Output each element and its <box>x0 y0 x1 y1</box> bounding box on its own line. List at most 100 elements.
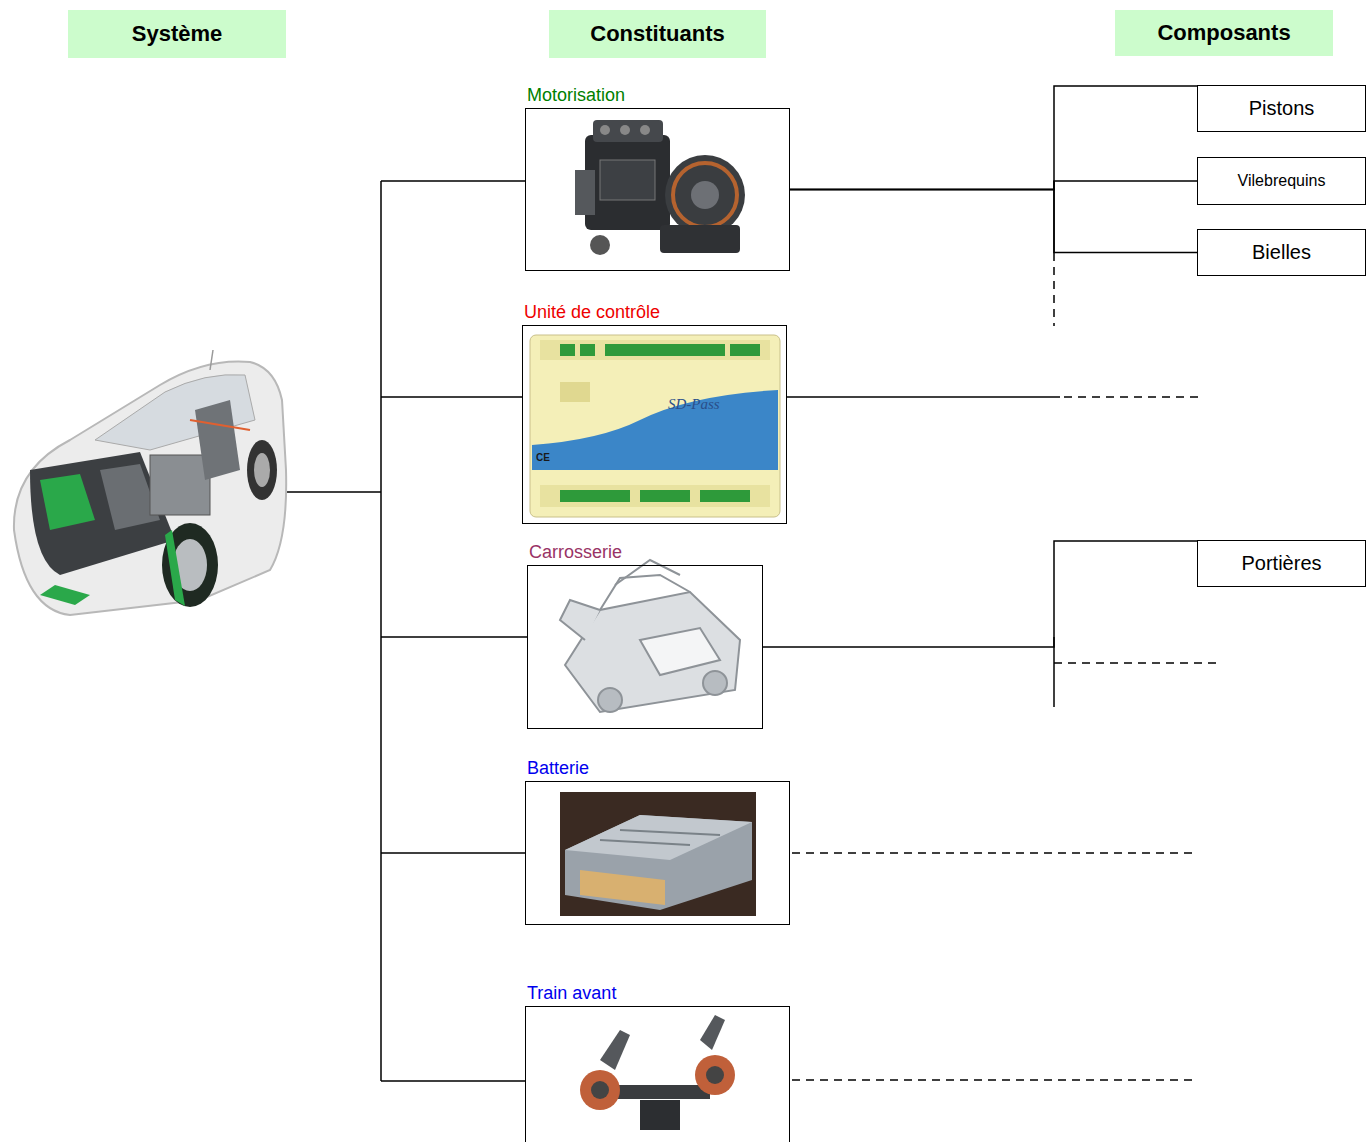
constituent-title: Train avant <box>527 983 616 1004</box>
tree-line <box>286 181 527 1081</box>
column-header: Système <box>68 10 286 58</box>
car-illustration <box>162 523 218 607</box>
car-illustration <box>40 585 90 605</box>
control-unit-illustration <box>560 344 760 356</box>
marking-label: CE <box>536 452 550 463</box>
engine-illustration <box>575 120 745 255</box>
battery-illustration <box>560 792 756 916</box>
battery-illustration <box>620 830 720 835</box>
control-unit-illustration <box>560 382 590 402</box>
battery-illustration <box>565 815 752 910</box>
front-axle-illustration <box>600 1030 630 1070</box>
car-body-illustration <box>615 560 680 585</box>
car-body-illustration <box>703 671 727 695</box>
front-axle-illustration <box>610 1085 710 1099</box>
component-name: Vilebrequins <box>1238 172 1326 190</box>
header-text: Composants <box>1157 20 1290 46</box>
front-axle-illustration <box>591 1081 609 1099</box>
car-illustration <box>210 350 213 370</box>
front-axle-illustration <box>640 1100 680 1130</box>
engine-illustration <box>620 125 630 135</box>
car-illustration <box>40 474 95 530</box>
control-unit-illustration <box>605 344 725 356</box>
engine-illustration <box>660 225 740 253</box>
battery-illustration <box>600 840 690 845</box>
front-axle-illustration <box>706 1066 724 1084</box>
engine-illustration <box>640 125 650 135</box>
tree-line <box>787 181 1060 707</box>
engine-illustration <box>575 170 595 215</box>
dashed-line <box>792 852 1198 854</box>
constituent-box: Carrosserie <box>527 565 763 729</box>
car-body-illustration <box>598 688 622 712</box>
dashed-line <box>1053 253 1055 326</box>
constituent-title: Motorisation <box>527 85 625 106</box>
control-unit-illustration <box>640 490 690 502</box>
engine-illustration <box>600 125 610 135</box>
constituent-title: Unité de contrôle <box>524 302 660 323</box>
constituent-box: Batterie <box>525 781 790 925</box>
front-axle-illustration <box>695 1055 735 1095</box>
engine-illustration <box>673 163 737 227</box>
car-illustration <box>150 455 210 515</box>
car-body-illustration <box>560 600 600 640</box>
battery-illustration <box>580 870 665 905</box>
constituent-title: Batterie <box>527 758 589 779</box>
car-illustration <box>14 350 286 615</box>
component-name: Pistons <box>1249 97 1315 120</box>
car-illustration <box>190 420 250 430</box>
dashed-line <box>792 253 1216 1080</box>
tree-connector <box>790 190 1197 253</box>
front-axle-illustration <box>580 1070 620 1110</box>
car-illustration <box>165 530 185 606</box>
header-text: Constituants <box>590 21 724 47</box>
tree-connector <box>763 541 1197 647</box>
car-illustration <box>195 400 240 480</box>
car-illustration <box>254 453 270 487</box>
engine-illustration <box>590 235 610 255</box>
control-unit-illustration <box>560 344 575 356</box>
control-unit-illustration <box>700 490 750 502</box>
car-illustration <box>247 440 277 500</box>
car-body-illustration <box>640 628 720 675</box>
engine-illustration <box>665 155 745 235</box>
control-unit-illustration <box>560 490 630 502</box>
control-unit-illustration <box>532 470 778 485</box>
engine-illustration <box>593 120 663 142</box>
dashed-line <box>792 1079 1198 1081</box>
tree-line <box>286 181 527 1081</box>
control-unit-illustration <box>540 340 770 360</box>
battery-illustration <box>565 815 752 860</box>
control-unit-illustration <box>530 335 780 517</box>
control-unit-illustration <box>580 344 595 356</box>
component-name: Portières <box>1241 552 1321 575</box>
column-header: Composants <box>1115 10 1333 56</box>
component-box: Vilebrequins <box>1197 157 1366 205</box>
dashed-line <box>1054 662 1216 664</box>
constituent-box: Unité de contrôle <box>522 325 787 524</box>
column-header: Constituants <box>549 10 766 58</box>
control-unit-illustration <box>730 344 760 356</box>
constituent-box: Motorisation <box>525 108 790 271</box>
car-body-illustration <box>600 575 690 610</box>
component-box: Pistons <box>1197 85 1366 132</box>
constituent-box: Train avant <box>525 1006 790 1142</box>
tree-connector <box>790 181 1197 190</box>
dashed-line <box>1064 396 1198 398</box>
header-text: Système <box>132 21 223 47</box>
component-name: Bielles <box>1252 241 1311 264</box>
tree-connector <box>790 86 1197 190</box>
engine-illustration <box>585 135 670 230</box>
control-unit-illustration <box>540 485 770 507</box>
control-unit-illustration <box>560 490 750 502</box>
car-body-illustration <box>560 560 740 712</box>
engine-illustration <box>600 160 655 200</box>
constituent-title: Carrosserie <box>529 542 622 563</box>
front-axle-illustration <box>580 1015 735 1130</box>
component-box: Portières <box>1197 540 1366 587</box>
battery-illustration <box>560 792 756 916</box>
product-label: SD-Pass <box>668 396 720 413</box>
